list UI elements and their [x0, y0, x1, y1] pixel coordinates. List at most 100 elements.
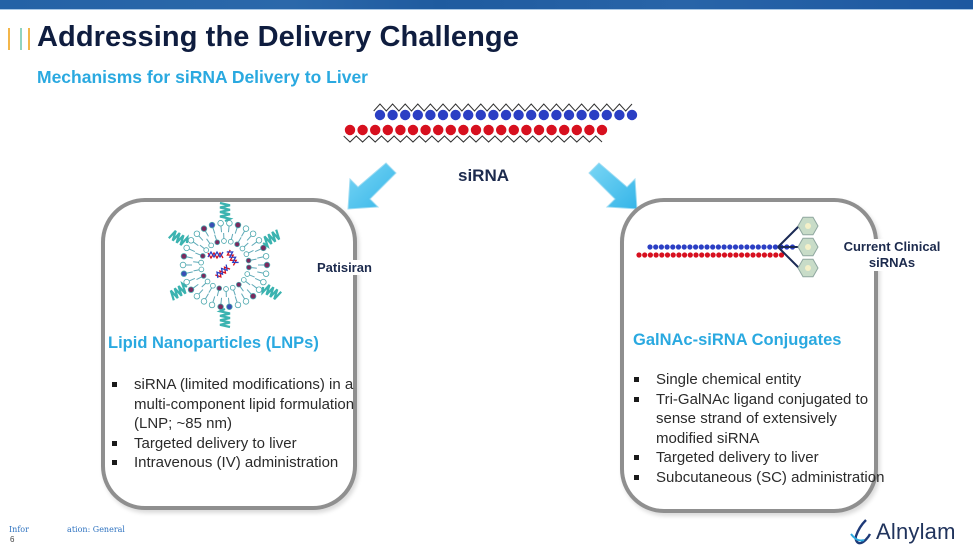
sense-nucleotide: [425, 109, 436, 121]
antisense-nucleotide: [664, 252, 671, 258]
accent-bar: [20, 28, 22, 50]
antisense-nucleotide: [407, 124, 419, 136]
lipid-head: [245, 257, 252, 264]
bullet-text: siRNA (limited modifications) in a multi…: [134, 376, 355, 433]
lipid-head: [193, 293, 201, 300]
antisense-nucleotide: [670, 252, 676, 258]
slide-subtitle: Mechanisms for siRNA Delivery to Liver: [37, 67, 368, 87]
lipid-head: [180, 270, 188, 277]
bullet-text: Targeted delivery to liver: [134, 434, 297, 452]
sense-nucleotide: [761, 244, 767, 250]
sense-nucleotide: [563, 109, 575, 121]
bullet-square-icon: [112, 440, 117, 446]
bullet-item: Targeted delivery to liver: [112, 434, 362, 454]
lipid-head: [240, 277, 247, 283]
antisense-nucleotide: [642, 252, 648, 258]
antisense-nucleotide: [559, 124, 570, 136]
sense-nucleotide: [744, 244, 750, 250]
antisense-nucleotide: [767, 252, 773, 258]
lipid-head: [187, 286, 195, 293]
lipid-head: [249, 293, 257, 300]
bullet-item: Single chemical entity: [634, 370, 889, 390]
antisense-nucleotide: [370, 124, 381, 136]
sense-nucleotide: [710, 244, 716, 250]
arrow-down-left-icon: [347, 162, 397, 210]
lipid-head: [216, 285, 223, 292]
lipid-head: [242, 298, 250, 305]
sense-nucleotide: [488, 109, 499, 121]
sense-nucleotide: [715, 244, 721, 250]
antisense-nucleotide: [445, 124, 456, 136]
lipid-head: [208, 301, 216, 309]
peg-lipid: [167, 230, 189, 246]
sirna-duplex-icon: [343, 103, 638, 143]
lipid-head: [187, 237, 195, 244]
antisense-nucleotide: [433, 124, 444, 136]
lipid-head: [243, 251, 250, 257]
antisense-nucleotide: [778, 252, 785, 258]
sense-nucleotide: [475, 109, 486, 121]
linker-branch: [777, 246, 800, 269]
sense-nucleotide: [664, 244, 670, 250]
classification-label: Infor ation: General: [9, 525, 125, 534]
lipid-head: [200, 225, 208, 232]
sense-nucleotide: [626, 109, 638, 121]
lipid-head: [234, 301, 242, 309]
lipid-head: [179, 261, 187, 269]
bullet-square-icon: [634, 396, 639, 402]
brand-name: Alnylam: [876, 519, 956, 544]
bullet-text: Targeted delivery to liver: [656, 449, 819, 467]
lipid-head: [226, 220, 233, 227]
lipid-head: [198, 259, 204, 266]
sense-nucleotide: [614, 109, 625, 121]
lipid-head: [200, 273, 207, 279]
sense-nucleotide: [721, 244, 727, 250]
accent-bar: [28, 28, 30, 50]
lipid-head: [246, 264, 252, 271]
strand: [226, 251, 239, 264]
lipid-head: [183, 244, 190, 252]
strand: [216, 264, 228, 279]
lipid-head: [255, 237, 263, 244]
sense-nucleotide: [647, 244, 653, 250]
lipid-head: [193, 230, 201, 237]
sense-nucleotide: [500, 109, 512, 121]
lnp-heading: Lipid Nanoparticles (LNPs): [108, 334, 319, 352]
antisense-nucleotide: [483, 124, 494, 136]
slide-title: Addressing the Delivery Challenge: [37, 21, 519, 53]
antisense-nucleotide: [744, 252, 750, 258]
antisense-nucleotide: [721, 252, 728, 258]
sense-nucleotide: [704, 244, 710, 250]
bullet-square-icon: [112, 382, 117, 387]
ligand-highlight: [805, 244, 811, 250]
lipid-head: [255, 286, 263, 293]
lipid-nanoparticle-icon: [167, 201, 283, 329]
sense-nucleotide: [412, 109, 423, 121]
lipid-head: [260, 244, 267, 252]
sense-nucleotide: [687, 244, 693, 250]
peg-lipid: [261, 284, 283, 300]
lipid-head: [204, 278, 211, 285]
sense-nucleotide: [374, 109, 386, 121]
current-clinical-label: Current Clinical siRNAs: [832, 239, 952, 271]
lipid-head: [263, 261, 271, 269]
antisense-nucleotide: [687, 252, 693, 258]
lipid-head: [208, 242, 214, 249]
lipid-head: [234, 221, 242, 229]
bullet-text: Subcutaneous (SC) administration: [656, 468, 885, 486]
bullet-square-icon: [634, 474, 639, 480]
sirna-label: siRNA: [458, 166, 510, 185]
lipid-head: [217, 303, 224, 310]
alnylam-logo: Alnylam: [848, 518, 956, 546]
lipid-head: [234, 241, 240, 248]
antisense-nucleotide: [596, 124, 608, 136]
bullet-item: Subcutaneous (SC) administration: [634, 468, 889, 488]
sense-nucleotide: [727, 244, 733, 250]
antisense-nucleotide: [470, 124, 482, 136]
sense-nucleotide: [772, 244, 778, 250]
lipid-head: [198, 266, 205, 273]
sense-nucleotide: [675, 244, 682, 250]
sense-nucleotide: [658, 244, 664, 250]
lnp-panel: [101, 198, 357, 510]
peg-lipid: [219, 201, 234, 223]
